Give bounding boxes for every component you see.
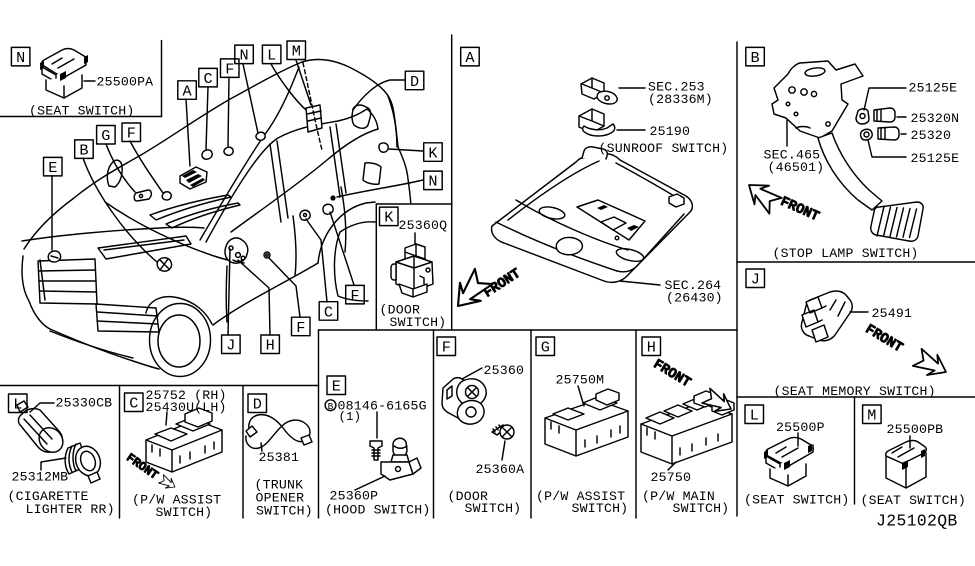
svg-text:SWITCH): SWITCH) <box>673 501 730 516</box>
svg-text:(28336M): (28336M) <box>648 92 713 107</box>
svg-text:25360A: 25360A <box>476 462 525 477</box>
svg-text:25750M: 25750M <box>556 373 605 388</box>
svg-text:H: H <box>266 337 275 355</box>
svg-text:(46501): (46501) <box>768 160 825 175</box>
svg-text:M: M <box>867 407 876 425</box>
svg-text:N: N <box>16 49 25 67</box>
svg-text:A: A <box>465 49 475 67</box>
svg-text:K: K <box>384 209 394 227</box>
svg-text:(SEAT SWITCH): (SEAT SWITCH) <box>861 493 966 508</box>
svg-text:F: F <box>442 339 451 357</box>
svg-text:E: E <box>48 159 57 177</box>
svg-text:N: N <box>428 173 437 191</box>
svg-text:25190: 25190 <box>650 124 691 139</box>
svg-text:25360P: 25360P <box>330 488 379 503</box>
svg-text:08146-6165G: 08146-6165G <box>338 398 427 413</box>
svg-text:SEC.465: SEC.465 <box>764 148 821 163</box>
svg-text:OPENER: OPENER <box>256 491 305 506</box>
svg-text:C: C <box>324 303 333 321</box>
svg-text:25381: 25381 <box>259 450 300 465</box>
svg-text:(P/W ASSIST: (P/W ASSIST <box>132 492 221 507</box>
svg-text:25360: 25360 <box>484 363 525 378</box>
svg-text:L: L <box>267 47 276 65</box>
svg-text:(1): (1) <box>339 410 362 424</box>
svg-text:SWITCH): SWITCH) <box>256 504 313 519</box>
svg-text:G: G <box>101 127 110 145</box>
svg-text:J25102QB: J25102QB <box>876 512 958 531</box>
svg-text:25312MB: 25312MB <box>12 469 69 484</box>
svg-text:M: M <box>292 43 301 61</box>
svg-text:J: J <box>226 337 235 355</box>
svg-text:25491: 25491 <box>872 306 913 321</box>
svg-text:(P/W MAIN: (P/W MAIN <box>642 489 715 504</box>
svg-text:SWITCH): SWITCH) <box>156 505 213 520</box>
svg-text:(SUNROOF SWITCH): (SUNROOF SWITCH) <box>599 141 729 156</box>
svg-text:(26430): (26430) <box>666 291 723 306</box>
svg-text:25125E: 25125E <box>909 81 958 96</box>
svg-text:25500P: 25500P <box>776 420 825 435</box>
svg-text:25500PB: 25500PB <box>887 422 944 437</box>
svg-text:(P/W ASSIST: (P/W ASSIST <box>536 489 625 504</box>
svg-text:L: L <box>750 407 759 425</box>
svg-text:25430U(LH): 25430U(LH) <box>146 400 227 415</box>
svg-text:25320N: 25320N <box>911 111 960 126</box>
svg-text:25320: 25320 <box>911 128 952 143</box>
svg-text:25125E: 25125E <box>911 151 960 166</box>
svg-text:H: H <box>647 339 656 357</box>
svg-text:SWITCH): SWITCH) <box>465 501 522 516</box>
svg-text:(SEAT MEMORY SWITCH): (SEAT MEMORY SWITCH) <box>774 384 936 399</box>
svg-text:D: D <box>410 73 419 91</box>
svg-text:C: C <box>129 395 138 413</box>
svg-text:F: F <box>127 125 136 143</box>
svg-text:C: C <box>203 70 212 88</box>
svg-text:B: B <box>750 49 759 67</box>
svg-text:D: D <box>253 396 262 414</box>
svg-text:25752 (RH): 25752 (RH) <box>146 388 227 403</box>
svg-text:L: L <box>13 396 22 414</box>
svg-text:LIGHTER RR): LIGHTER RR) <box>26 502 115 517</box>
svg-text:25500PA: 25500PA <box>97 75 154 90</box>
svg-text:(SEAT SWITCH): (SEAT SWITCH) <box>744 492 849 507</box>
svg-text:(DOOR: (DOOR <box>380 302 421 317</box>
svg-text:B: B <box>328 401 334 412</box>
svg-text:E: E <box>332 378 341 396</box>
svg-text:(DOOR: (DOOR <box>448 489 489 504</box>
svg-text:F: F <box>225 61 234 79</box>
svg-text:25750: 25750 <box>651 470 692 485</box>
svg-text:(TRUNK: (TRUNK <box>255 478 304 493</box>
svg-text:(STOP LAMP SWITCH): (STOP LAMP SWITCH) <box>773 246 919 261</box>
svg-text:F: F <box>350 287 359 305</box>
svg-text:N: N <box>239 47 248 65</box>
svg-text:F: F <box>296 319 305 337</box>
svg-text:SWITCH): SWITCH) <box>572 501 629 516</box>
svg-text:B: B <box>79 142 88 160</box>
svg-text:J: J <box>751 271 760 289</box>
svg-text:SEC.253: SEC.253 <box>648 80 705 95</box>
svg-text:SEC.264: SEC.264 <box>665 278 722 293</box>
svg-text:G: G <box>541 339 550 357</box>
svg-text:25330CB: 25330CB <box>56 395 113 410</box>
svg-text:A: A <box>182 82 192 100</box>
svg-text:K: K <box>428 144 438 162</box>
svg-text:(CIGARETTE: (CIGARETTE <box>8 489 89 504</box>
svg-text:SWITCH): SWITCH) <box>390 315 447 330</box>
svg-text:(SEAT SWITCH): (SEAT SWITCH) <box>29 103 134 118</box>
svg-text:25360Q: 25360Q <box>399 218 448 233</box>
svg-text:(HOOD SWITCH): (HOOD SWITCH) <box>325 502 430 517</box>
